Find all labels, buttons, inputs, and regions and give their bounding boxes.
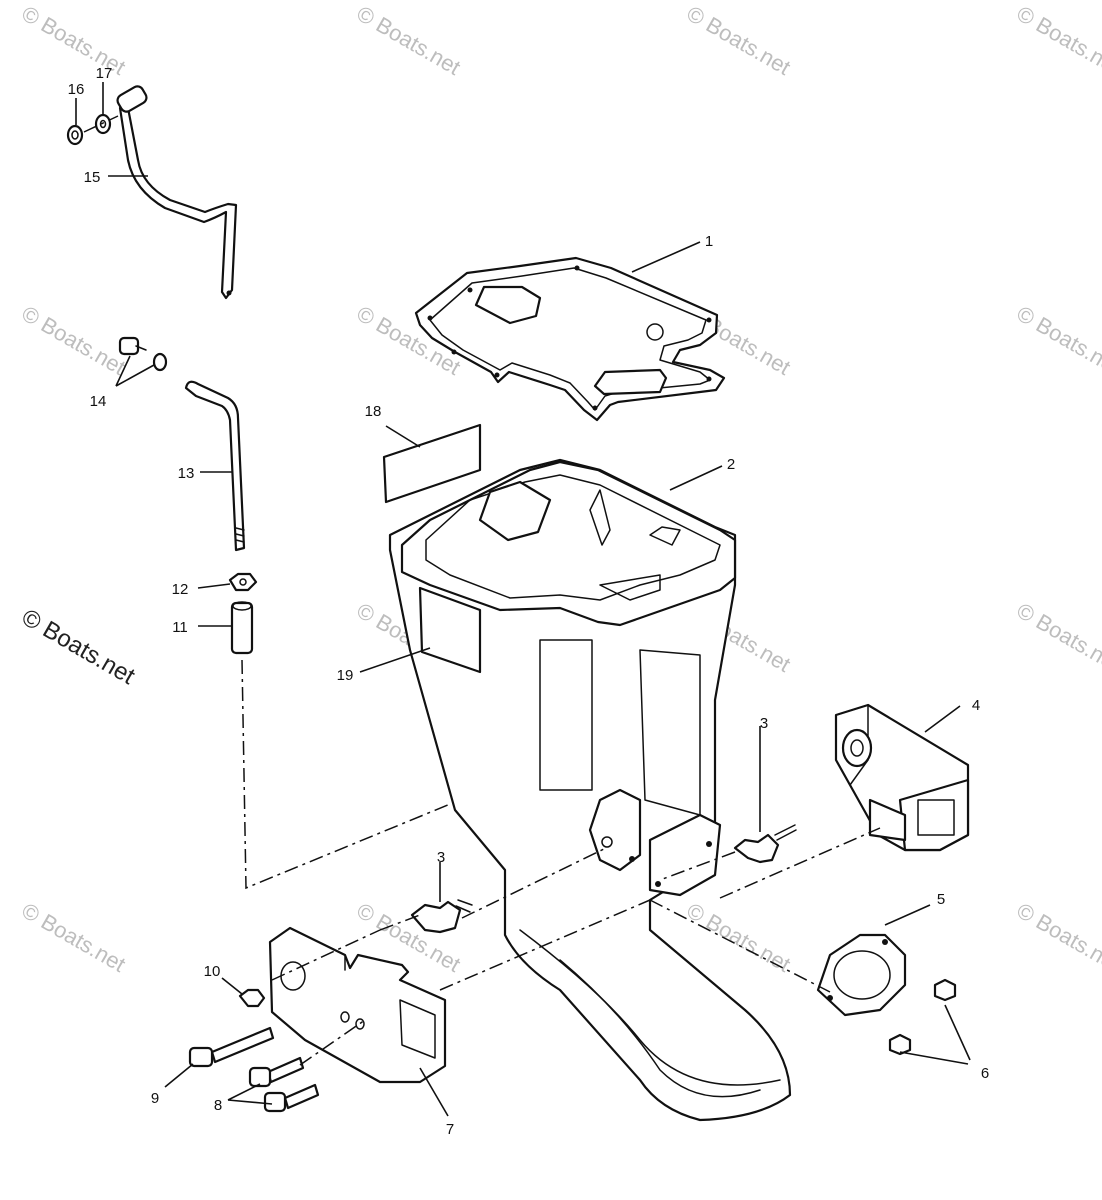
- part-14-fastener: [118, 336, 168, 372]
- watermark: © Boats.net: [1013, 301, 1102, 380]
- part-8-bolts: [248, 1056, 320, 1113]
- part-10-nut: [238, 988, 266, 1008]
- callout-14: 14: [90, 393, 107, 410]
- part-19-decal: [418, 586, 482, 674]
- part-6-screw: [888, 978, 957, 1056]
- callout-3-upper: 3: [760, 715, 768, 732]
- callout-18: 18: [365, 403, 382, 420]
- part-5-cover: [816, 933, 907, 1017]
- callout-15: 15: [84, 169, 101, 186]
- part-12-nut: [228, 572, 258, 592]
- part-18-decal: [382, 423, 482, 504]
- part-3-mount-stud-upper: [733, 824, 797, 864]
- callout-11: 11: [172, 619, 188, 636]
- callout-6: 6: [981, 1065, 989, 1082]
- callout-3-lower: 3: [437, 849, 445, 866]
- watermark: © Boats.net: [353, 1, 465, 80]
- callout-10: 10: [204, 963, 221, 980]
- callout-4: 4: [972, 697, 980, 714]
- part-1-gasket: [414, 256, 726, 422]
- part-4-mount: [834, 703, 970, 852]
- callout-17: 17: [96, 65, 113, 82]
- alignment-lines: [271, 827, 881, 1066]
- watermark: © Boats.net: [1013, 598, 1102, 677]
- callout-9: 9: [151, 1090, 159, 1107]
- callout-12: 12: [172, 581, 189, 598]
- watermark: © Boats.net: [18, 1, 130, 80]
- part-17-washer: [94, 113, 112, 135]
- watermark: © Boats.net: [1013, 898, 1102, 977]
- leader-lines: [75, 82, 971, 1117]
- watermark-main: © Boats.net: [17, 604, 140, 690]
- part-2-driveshaft-housing: [388, 458, 792, 1122]
- watermark: © Boats.net: [1013, 1, 1102, 80]
- watermark: © Boats.net: [18, 898, 130, 977]
- part-9-bolt: [188, 1026, 275, 1068]
- callout-5: 5: [937, 891, 945, 908]
- callout-1: 1: [705, 233, 713, 250]
- part-16-washer: [66, 124, 84, 146]
- part-15-shift-rod: [116, 85, 238, 300]
- part-7-lower-mount: [268, 926, 447, 1084]
- watermark: © Boats.net: [18, 301, 130, 380]
- callout-labels: 1 2 3 3 4 5 6 7 8 9 10 11 12 13 14 15 16…: [68, 65, 990, 1138]
- callout-2: 2: [727, 456, 735, 473]
- callout-7: 7: [446, 1121, 454, 1138]
- callout-19: 19: [337, 667, 354, 684]
- callout-8: 8: [214, 1097, 222, 1114]
- part-13-rod: [184, 380, 246, 552]
- callout-13: 13: [178, 465, 195, 482]
- part-11-coupler: [230, 601, 254, 655]
- watermark: © Boats.net: [683, 1, 795, 80]
- part-3-mount-stud-lower: [410, 899, 473, 934]
- callout-16: 16: [68, 81, 85, 98]
